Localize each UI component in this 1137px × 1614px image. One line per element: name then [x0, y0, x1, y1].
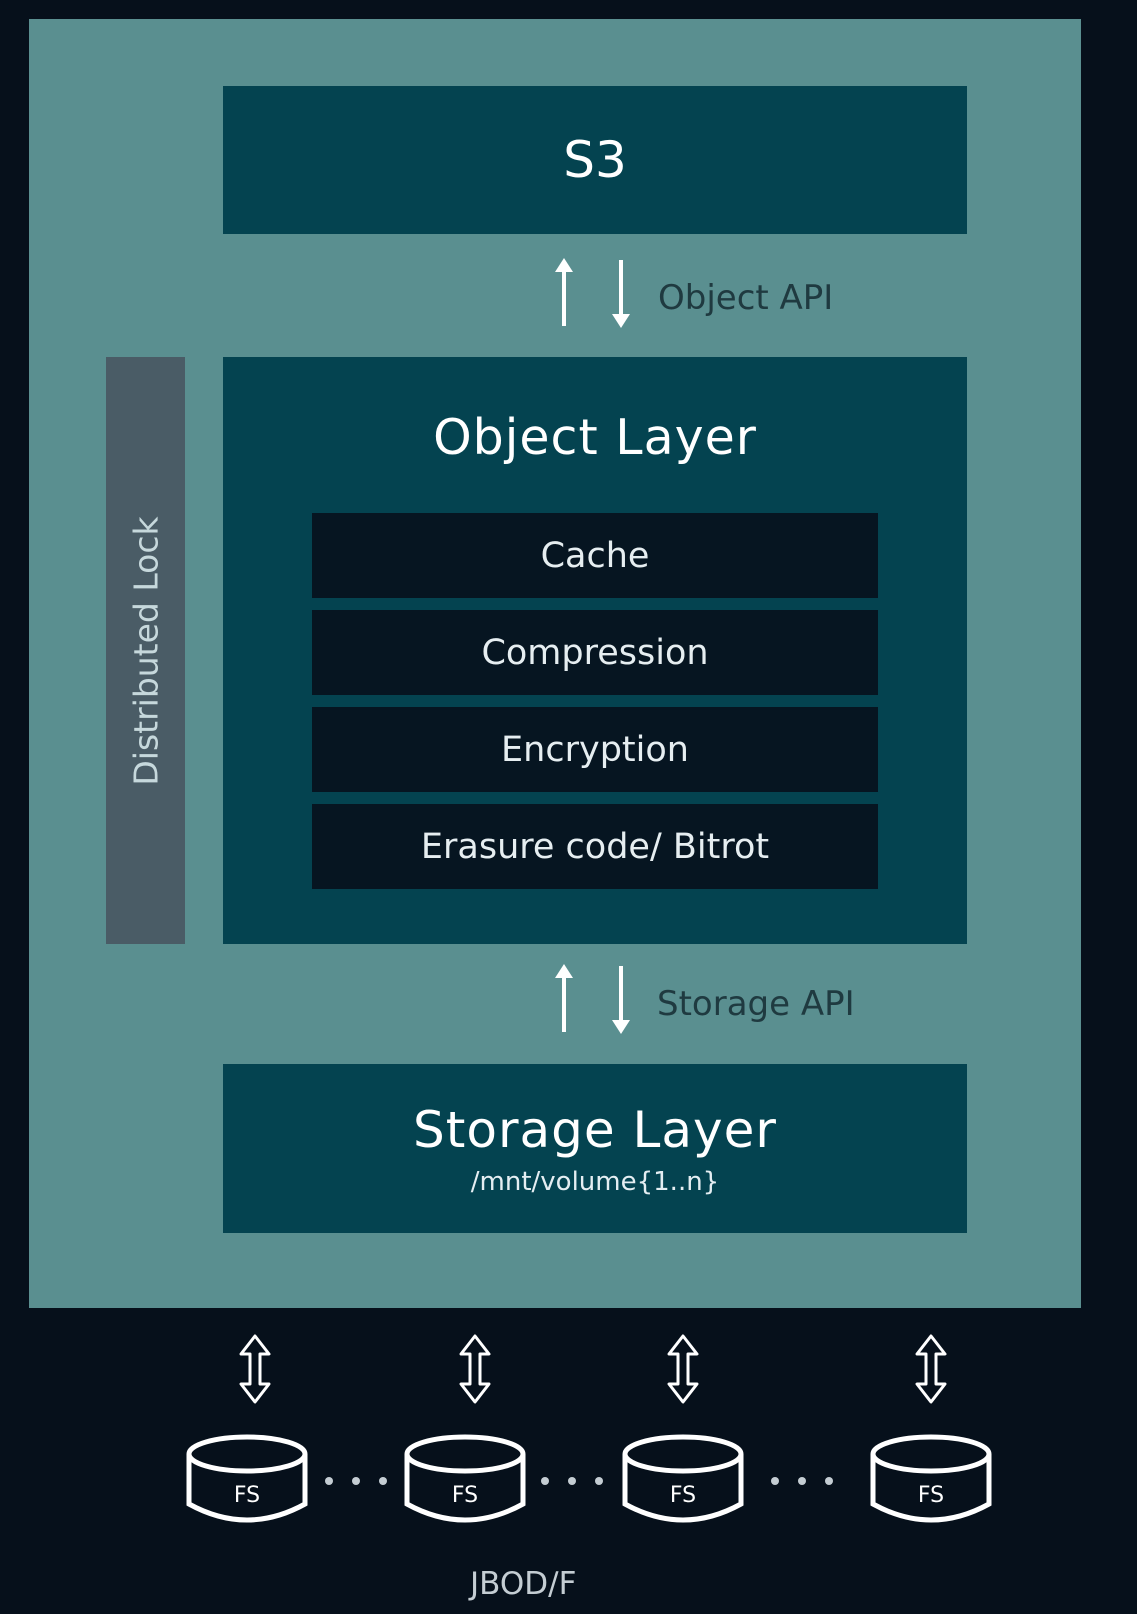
object-api-label: Object API [658, 278, 834, 318]
disk-label: FS [918, 1483, 944, 1508]
disk-label: FS [452, 1483, 478, 1508]
storage-layer-title: Storage Layer [413, 1100, 777, 1159]
s3-title: S3 [563, 131, 627, 189]
double-arrow-icon [239, 1334, 271, 1404]
s3-layer: S3 [223, 86, 967, 234]
jbod-label: JBOD/F [470, 1566, 577, 1602]
distributed-lock-label: Distributed Lock [126, 515, 165, 786]
double-arrow-icon [667, 1334, 699, 1404]
erasure-code-bitrot-block: Erasure code/ Bitrot [312, 804, 878, 889]
down-arrow-icon [612, 966, 630, 1034]
compression-block: Compression [312, 610, 878, 695]
encryption-block: Encryption [312, 707, 878, 792]
disk-icon: FS [404, 1434, 526, 1523]
object-layer-title: Object Layer [433, 409, 757, 466]
down-arrow-icon [612, 260, 630, 328]
storage-layer: Storage Layer /mnt/volume{1..n} [223, 1064, 967, 1233]
disk-icon: FS [622, 1434, 744, 1523]
up-arrow-icon [555, 258, 573, 326]
ellipsis-icon [325, 1477, 387, 1485]
double-arrow-icon [915, 1334, 947, 1404]
disk-icon: FS [870, 1434, 992, 1523]
disk-label: FS [234, 1483, 260, 1508]
double-arrow-icon [459, 1334, 491, 1404]
disk-icon: FS [186, 1434, 308, 1523]
disk-label: FS [670, 1483, 696, 1508]
distributed-lock: Distributed Lock [106, 357, 185, 944]
ellipsis-icon [541, 1477, 603, 1485]
cache-block: Cache [312, 513, 878, 598]
storage-layer-path: /mnt/volume{1..n} [470, 1166, 720, 1197]
ellipsis-icon [771, 1477, 833, 1485]
up-arrow-icon [555, 964, 573, 1032]
storage-api-label: Storage API [657, 984, 855, 1024]
